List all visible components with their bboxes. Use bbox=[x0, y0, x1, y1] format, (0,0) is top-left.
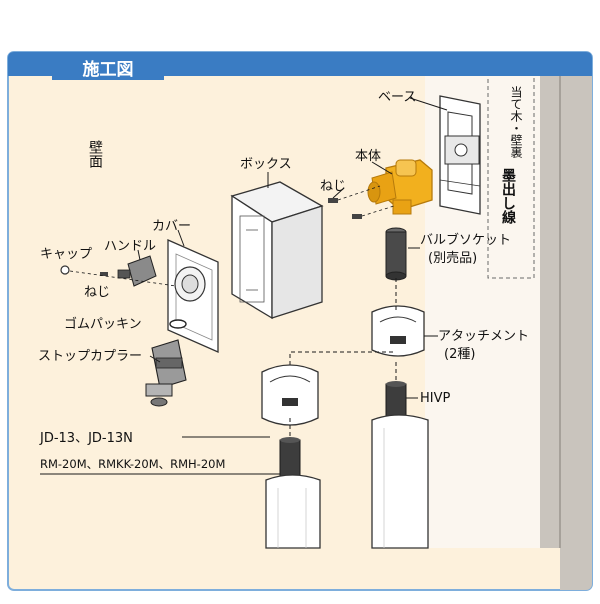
valve-socket-label: バルブソケット bbox=[420, 232, 511, 248]
column-right bbox=[371, 414, 429, 549]
cover-label: カバー bbox=[152, 219, 191, 234]
two-types-label: (2種) bbox=[444, 346, 475, 362]
stop-coupler bbox=[145, 339, 187, 407]
top-screws bbox=[328, 185, 395, 219]
attachment-right bbox=[371, 305, 425, 357]
stud-note-label: 当て木・壁裏 bbox=[509, 86, 523, 159]
handle-leader bbox=[137, 249, 141, 261]
model-jd-label: JD-13、JD-13N bbox=[39, 431, 133, 446]
screw-top-leader bbox=[332, 187, 345, 199]
rubber-packing-label: ゴムパッキン bbox=[64, 316, 142, 332]
sold-separately-label: (別売品) bbox=[428, 250, 477, 266]
stop-coupler-leader bbox=[149, 355, 161, 363]
base-label: ベース bbox=[378, 90, 416, 105]
wall-board-edge bbox=[540, 52, 592, 590]
column-left bbox=[265, 474, 321, 549]
wall-surface-label: 壁面 bbox=[87, 140, 103, 168]
screw-top-label: ねじ bbox=[320, 179, 346, 194]
box bbox=[230, 181, 324, 320]
screw-bottom bbox=[100, 272, 108, 276]
box-label: ボックス bbox=[240, 157, 292, 172]
attachment-label: アタッチメント bbox=[438, 329, 529, 344]
valve-socket bbox=[385, 227, 407, 281]
model-rm-label: RM-20M、RMKK-20M、RMH-20M bbox=[40, 457, 225, 471]
stop-coupler-label: ストップカプラー bbox=[38, 349, 142, 364]
header-title: 施工図 bbox=[83, 59, 134, 80]
base-leader bbox=[409, 97, 448, 111]
cap bbox=[60, 265, 70, 275]
base-plate bbox=[439, 95, 481, 215]
brass-body bbox=[367, 159, 433, 215]
body-leader bbox=[371, 161, 393, 175]
handle bbox=[117, 255, 157, 287]
attachment-left bbox=[261, 364, 319, 426]
handle-label: ハンドル bbox=[104, 239, 156, 254]
cap-label: キャップ bbox=[40, 247, 92, 262]
header-title-bg bbox=[52, 56, 164, 80]
screw-bottom-label: ねじ bbox=[84, 285, 110, 300]
rubber-packing bbox=[169, 319, 187, 329]
body-label: 本体 bbox=[355, 149, 381, 164]
ink-line-label: 墨出し線 bbox=[500, 168, 516, 225]
hivp-label: HIVP bbox=[420, 391, 451, 406]
cover-leader bbox=[177, 229, 185, 247]
